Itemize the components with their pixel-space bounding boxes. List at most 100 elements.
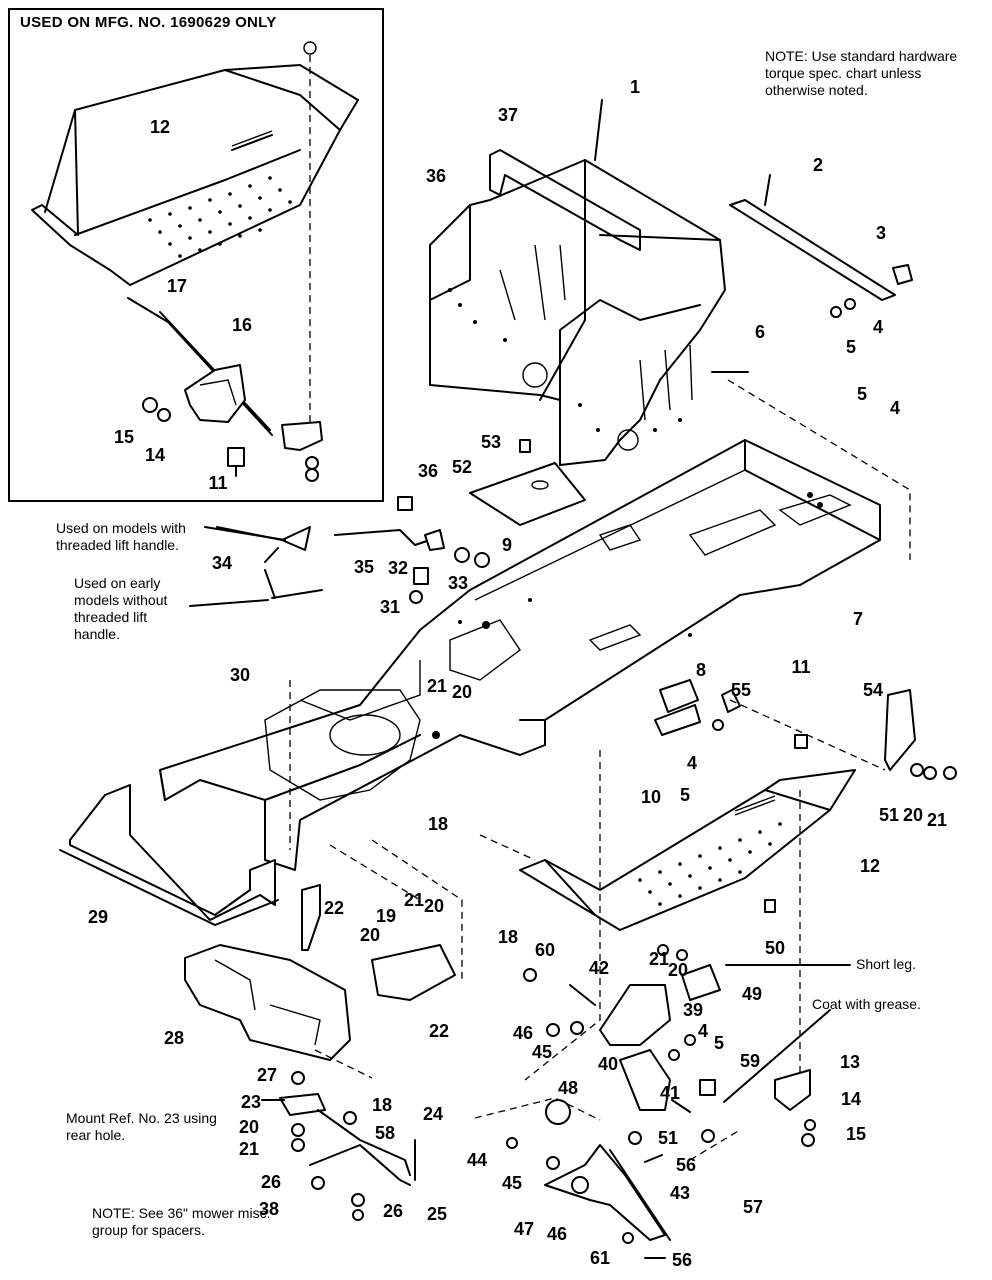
note-threaded-handle: Used on models with threaded lift handle… [56,520,186,553]
callout: 43 [669,1183,691,1203]
callout: 52 [451,457,473,477]
note-grease: Coat with grease. [812,996,921,1012]
callout: 44 [466,1150,488,1170]
callout: 5 [679,785,691,805]
callout: 40 [597,1054,619,1074]
callout: 45 [501,1173,523,1193]
callout: 51 [657,1128,679,1148]
callout: 26 [260,1172,282,1192]
inset-title: USED ON MFG. NO. 1690629 ONLY [20,14,277,31]
callout: 9 [501,535,513,555]
callout: 10 [640,787,662,807]
part-2-bar [729,199,896,301]
callout: 11 [791,657,811,677]
note-early-models: Used on early models without threaded li… [74,575,168,642]
callout: 32 [387,558,409,578]
callout: 61 [589,1248,611,1268]
callout: 29 [87,907,109,927]
note-mount-ref: Mount Ref. No. 23 using rear hole. [66,1110,217,1143]
callout: 4 [686,753,698,773]
callout: 1 [629,77,641,97]
callout: 53 [480,432,502,452]
callout: 28 [163,1028,185,1048]
callout: 20 [423,896,445,916]
callout: 2 [812,155,824,175]
callout: 42 [588,958,610,978]
callout: 45 [531,1042,553,1062]
callout: 49 [741,984,763,1004]
seat-support-housing [429,149,726,466]
callout: 36 [417,461,439,481]
callout: 47 [513,1219,535,1239]
inset-callout: 15 [113,427,135,447]
right-footrest [519,769,856,931]
callout: 15 [845,1124,867,1144]
callout: 4 [697,1021,709,1041]
inset-callout: 12 [149,117,171,137]
callout: 59 [739,1051,761,1071]
callout: 20 [238,1117,260,1137]
callout: 39 [682,1000,704,1020]
note-torque: NOTE: Use standard hardware torque spec.… [765,48,958,98]
callout: 58 [374,1123,396,1143]
callout: 20 [667,960,689,980]
callout: 26 [382,1201,404,1221]
callout: 57 [742,1197,764,1217]
rear-bumper [69,784,276,921]
callout: 5 [856,384,868,404]
callout: 55 [730,680,752,700]
callout: 5 [845,337,857,357]
callout: 34 [211,553,233,573]
callout: 21 [238,1139,260,1159]
callout: 20 [902,805,924,825]
callout: 23 [240,1092,262,1112]
callout: 3 [875,223,887,243]
note-short-leg: Short leg. [856,956,916,972]
inset-callout: 11 [208,473,228,493]
inset-panel [8,8,384,502]
callout: 22 [428,1021,450,1041]
callout: 31 [379,597,401,617]
note-spacers: NOTE: See 36" mower misc. group for spac… [92,1205,271,1238]
callout: 22 [323,898,345,918]
callout: 20 [359,925,381,945]
callout: 48 [557,1078,579,1098]
callout: 12 [859,856,881,876]
callout: 46 [512,1023,534,1043]
callout: 18 [427,814,449,834]
callout: 37 [497,105,519,125]
callout: 14 [840,1089,862,1109]
callout: 4 [872,317,884,337]
callout: 25 [426,1204,448,1224]
callout: 51 [878,805,900,825]
callout: 21 [648,949,670,969]
callout: 21 [403,890,425,910]
callout: 46 [546,1224,568,1244]
callout: 56 [671,1250,693,1270]
callout: 30 [229,665,251,685]
main-frame [159,439,881,871]
callout: 38 [258,1199,280,1219]
callout: 21 [426,676,448,696]
callout: 56 [675,1155,697,1175]
callout: 27 [256,1065,278,1085]
callout: 5 [713,1033,725,1053]
callout: 54 [862,680,884,700]
callout: 18 [497,927,519,947]
callout: 6 [754,322,766,342]
callout: 36 [425,166,447,186]
part-3-bolt [892,264,913,285]
callout: 18 [371,1095,393,1115]
callout: 41 [659,1083,681,1103]
callout: 60 [534,940,556,960]
inset-callout: 16 [231,315,253,335]
callout: 19 [375,906,397,926]
callout: 4 [889,398,901,418]
callout: 50 [764,938,786,958]
callout: 21 [926,810,948,830]
callout: 13 [839,1052,861,1072]
callout: 20 [451,682,473,702]
callout: 7 [852,609,864,629]
